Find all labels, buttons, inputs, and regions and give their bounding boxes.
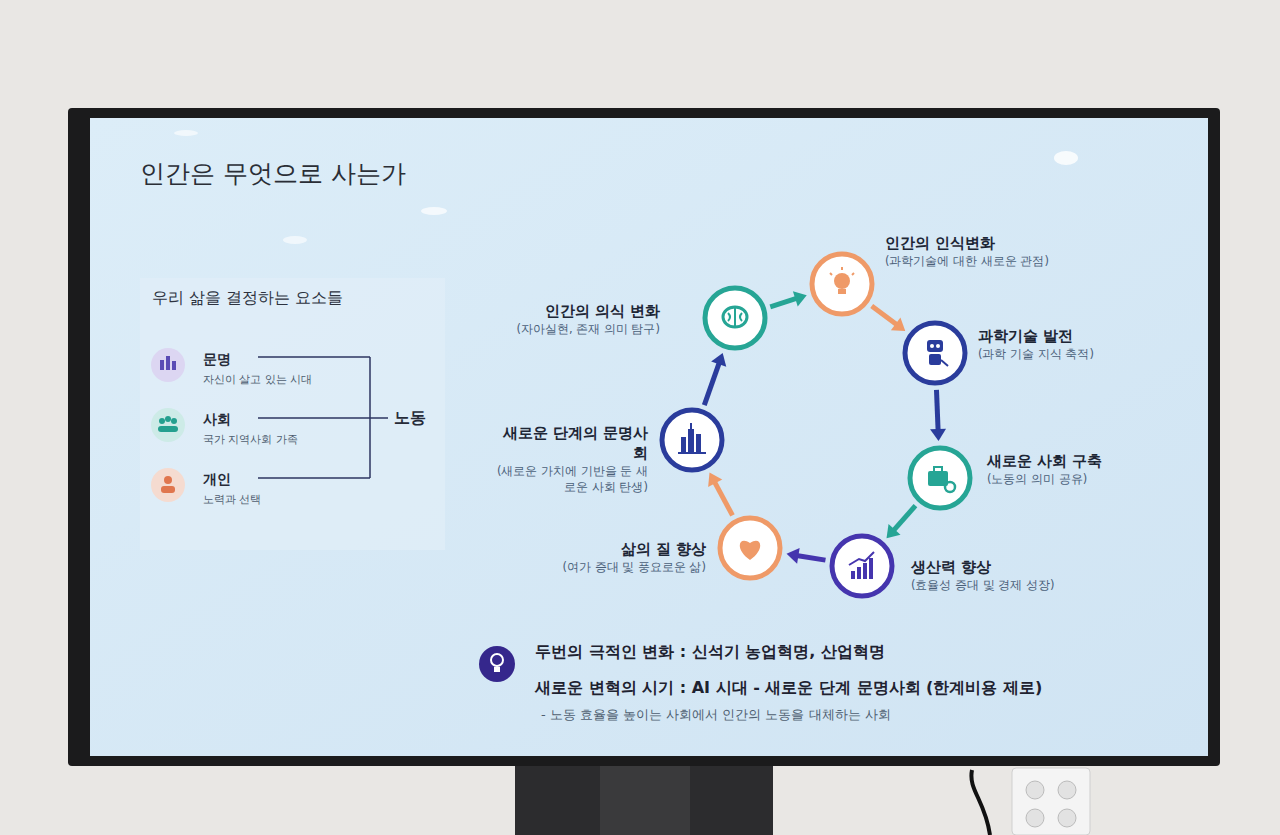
lightbulb-icon	[479, 646, 515, 682]
tv-stand	[515, 760, 773, 835]
cycle-step-circle: 인간의 의식 변화(자아실현, 존재 의미 탐구)	[702, 285, 768, 351]
note-line: 두번의 극적인 변화 : 신석기 농업혁명, 산업혁명	[535, 641, 885, 663]
note-subline: - 노동 효율을 높이는 사회에서 인간의 노동을 대체하는 사회	[541, 706, 891, 724]
individual-icon	[151, 468, 185, 502]
step-icon	[678, 423, 706, 454]
arrow-head	[787, 548, 800, 564]
tv-stand-pole	[600, 760, 690, 835]
factor-desc: 노력과 선택	[203, 492, 262, 507]
step-icon	[740, 541, 760, 560]
arrow-shaft	[872, 306, 898, 325]
step-description: (과학기술에 대한 새로운 관점)	[885, 253, 1049, 269]
arrow-shaft	[770, 298, 797, 307]
cycle-step-circle: 인간의 인식변화(과학기술에 대한 새로운 관점)	[809, 251, 875, 317]
arrow-head	[708, 473, 722, 487]
step-icon	[928, 467, 955, 492]
step-text: 새로운 사회 구축(노동의 의미 공유)	[987, 451, 1102, 487]
step-heading: 인간의 의식 변화	[516, 301, 660, 321]
circle-outline	[659, 407, 725, 473]
factor-desc: 자신이 살고 있는 시대	[203, 372, 313, 387]
step-icon	[849, 552, 874, 579]
factor-name: 문명	[203, 349, 231, 369]
cycle-arrow	[872, 306, 906, 331]
circle-ring	[832, 536, 892, 596]
circle-outline	[809, 251, 875, 317]
light-reflection	[1054, 151, 1078, 165]
cycle-step-circle: 새로운 단계의 문명사회(새로운 가치에 기반을 둔 새로운 사회 탄생)	[659, 407, 725, 473]
step-text: 인간의 의식 변화(자아실현, 존재 의미 탐구)	[516, 301, 660, 337]
step-description: (효율성 증대 및 경제 성장)	[911, 577, 1055, 593]
cycle-arrow	[887, 506, 916, 539]
circle-outline	[907, 445, 973, 511]
cycle-arrow	[770, 291, 806, 307]
screen	[90, 118, 1208, 756]
factor-desc: 국가 지역사회 가족	[203, 432, 298, 447]
arrow-shaft	[893, 506, 915, 531]
circle-ring	[910, 448, 970, 508]
step-description: (여가 증대 및 풍요로운 삶)	[562, 559, 706, 575]
step-heading: 삶의 질 향상	[562, 539, 706, 559]
tv-bezel	[68, 108, 1220, 766]
step-description: (과학 기술 지식 축적)	[978, 346, 1094, 362]
light-reflection	[174, 130, 198, 136]
step-heading: 생산력 향상	[911, 557, 1055, 577]
circle-ring	[705, 288, 765, 348]
step-heading: 새로운 단계의 문명사회	[488, 423, 648, 463]
cycle-step-circle: 새로운 사회 구축(노동의 의미 공유)	[907, 445, 973, 511]
arrow-head	[930, 429, 946, 441]
cycle-arrow	[704, 353, 726, 405]
step-description: (노동의 의미 공유)	[987, 471, 1102, 487]
step-text: 과학기술 발전(과학 기술 지식 축적)	[978, 326, 1094, 362]
bracket-label: 노동	[394, 407, 426, 429]
arrow-head	[891, 317, 905, 331]
arrow-head	[887, 524, 901, 538]
circle-ring	[720, 518, 780, 578]
circle-ring	[662, 410, 722, 470]
cycle-arrow	[930, 390, 946, 441]
light-reflection	[283, 236, 307, 244]
step-heading: 인간의 인식변화	[885, 233, 1049, 253]
circle-ring	[812, 254, 872, 314]
cycle-step-circle: 과학기술 발전(과학 기술 지식 축적)	[902, 320, 968, 386]
power-outlet	[971, 768, 1090, 835]
step-icon	[927, 340, 948, 366]
cycle-arrow	[787, 548, 826, 564]
arrow-shaft	[704, 362, 719, 405]
society-icon	[151, 408, 185, 442]
step-text: 삶의 질 향상(여가 증대 및 풍요로운 삶)	[562, 539, 706, 575]
note-line: 새로운 변혁의 시기 : AI 시대 - 새로운 단계 문명사회 (한계비용 제…	[535, 677, 1042, 699]
panel-heading: 우리 삶을 결정하는 요소들	[152, 287, 343, 309]
step-text: 인간의 인식변화(과학기술에 대한 새로운 관점)	[885, 233, 1049, 269]
factor-name: 사회	[203, 409, 231, 429]
step-text: 새로운 단계의 문명사회(새로운 가치에 기반을 둔 새로운 사회 탄생)	[488, 423, 648, 495]
step-description: (자아실현, 존재 의미 탐구)	[516, 321, 660, 337]
step-icon	[830, 267, 854, 294]
cycle-arrow	[708, 473, 732, 516]
cycle-step-circle: 삶의 질 향상(여가 증대 및 풍요로운 삶)	[717, 515, 783, 581]
cycle-step-circle: 생산력 향상(효율성 증대 및 경제 성장)	[829, 533, 895, 599]
light-reflection	[421, 207, 447, 215]
step-heading: 과학기술 발전	[978, 326, 1094, 346]
arrow-head	[793, 291, 807, 306]
slide-title: 인간은 무엇으로 사는가	[140, 158, 406, 190]
circle-outline	[702, 285, 768, 351]
arrow-shaft	[796, 555, 825, 560]
arrow-head	[711, 353, 726, 367]
arrow-shaft	[714, 481, 732, 515]
circle-outline	[902, 320, 968, 386]
arrow-shaft	[936, 390, 938, 431]
factor-name: 개인	[203, 469, 231, 489]
circle-outline	[717, 515, 783, 581]
circle-outline	[829, 533, 895, 599]
civilization-icon	[151, 348, 185, 382]
step-heading: 새로운 사회 구축	[987, 451, 1102, 471]
circle-ring	[905, 323, 965, 383]
step-description: (새로운 가치에 기반을 둔 새로운 사회 탄생)	[488, 463, 648, 495]
step-text: 생산력 향상(효율성 증대 및 경제 성장)	[911, 557, 1055, 593]
step-icon	[723, 307, 747, 327]
left-panel	[140, 278, 445, 550]
